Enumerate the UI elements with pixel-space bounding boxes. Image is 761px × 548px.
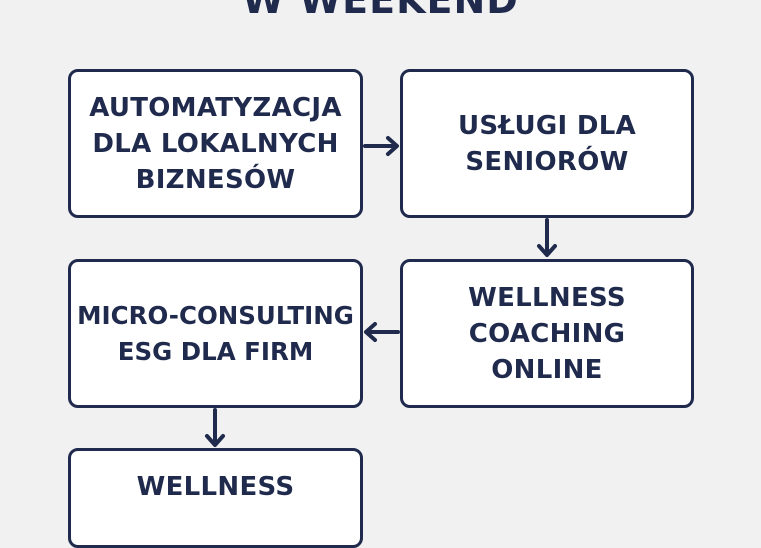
node-senior-services: USŁUGI DLA SENIORÓW <box>400 69 694 218</box>
diagram-title: W WEEKEND <box>242 0 519 22</box>
node-label: AUTOMATYZACJA DLA LOKALNYCH BIZNESÓW <box>89 92 342 195</box>
node-automation-local-business: AUTOMATYZACJA DLA LOKALNYCH BIZNESÓW <box>68 69 363 218</box>
node-label: WELLNESS COACHING ONLINE <box>468 282 626 385</box>
node-micro-consulting-esg: MICRO-CONSULTING ESG DLA FIRM <box>68 259 363 408</box>
node-label: MICRO-CONSULTING ESG DLA FIRM <box>77 300 354 366</box>
node-wellness-coaching-online: WELLNESS COACHING ONLINE <box>400 259 694 408</box>
node-label: USŁUGI DLA SENIORÓW <box>457 110 637 177</box>
arrow-left-icon <box>364 322 400 342</box>
flow-arrows <box>205 136 557 447</box>
arrow-down-icon <box>205 408 225 447</box>
arrow-down-icon <box>537 218 557 257</box>
arrow-right-icon <box>363 136 399 156</box>
